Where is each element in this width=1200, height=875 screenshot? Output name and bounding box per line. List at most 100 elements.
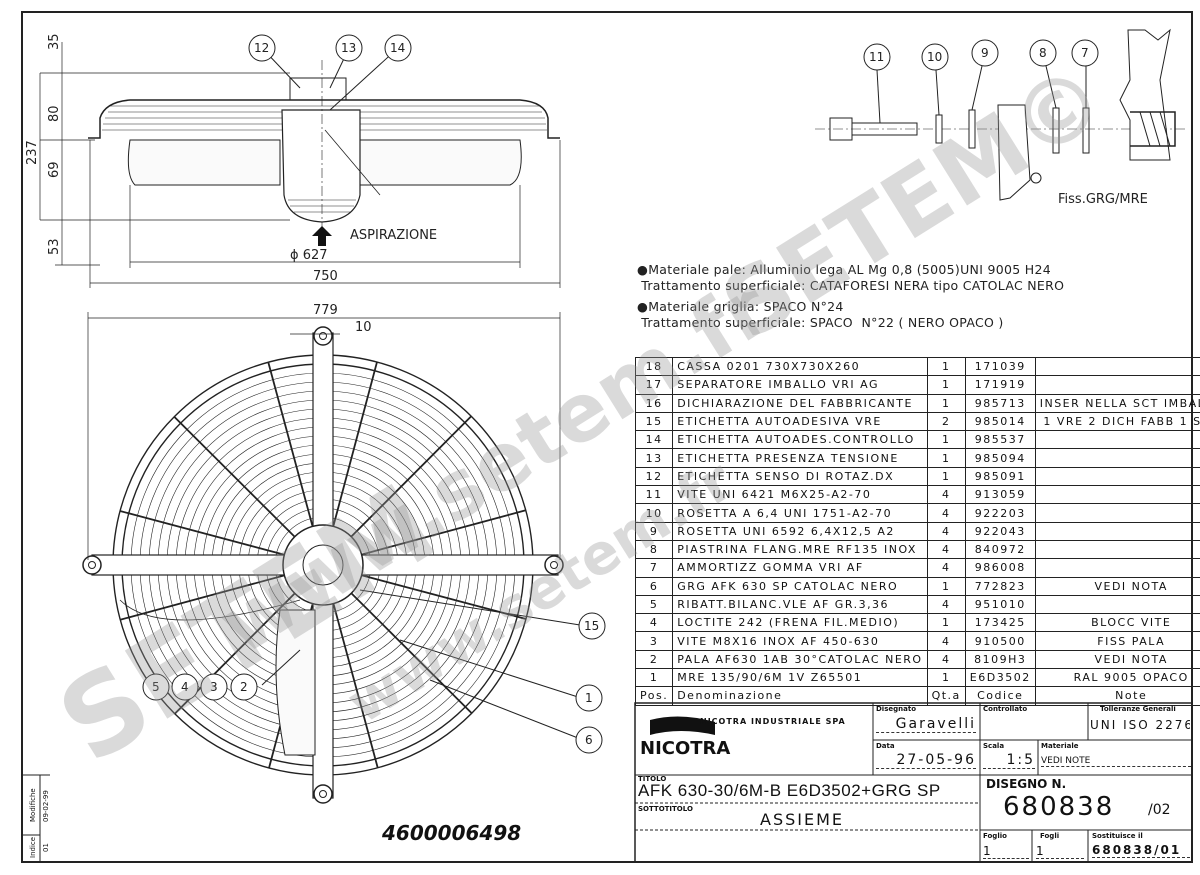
bom-cell-codice: 772823	[964, 576, 1036, 596]
bom-cell-note: VEDI NOTA	[1034, 649, 1200, 670]
bom-cell-codice: Codice	[964, 686, 1036, 706]
balloon-8: 8	[1039, 46, 1047, 60]
bom-cell-codice: 171919	[964, 375, 1036, 395]
company-name: NICOTRA INDUSTRIALE SPA	[700, 717, 846, 726]
bom-cell-pos: 10	[634, 503, 674, 523]
dim-35: 35	[47, 33, 62, 50]
grille-spoke	[332, 361, 378, 527]
bom-cell-denominazione: Denominazione	[672, 686, 928, 706]
bom-cell-denominazione: RIBATT.BILANC.VLE AF GR.3,36	[672, 594, 928, 615]
bom-cell-codice: 985537	[964, 430, 1036, 450]
motor-hub	[282, 524, 364, 606]
bom-cell-codice: 985091	[964, 466, 1036, 487]
front-view-grille	[82, 326, 564, 804]
mounting-hole-inner	[319, 332, 327, 340]
bom-cell-denominazione: PALA AF630 1AB 30°CATOLAC NERO	[672, 649, 928, 670]
sostituisce-label: Sostituisce il	[1092, 832, 1143, 840]
bom-cell-codice: 171039	[964, 356, 1036, 377]
bom-cell-note	[1034, 375, 1200, 395]
bom-cell-denominazione: ETICHETTA PRESENZA TENSIONE	[672, 448, 928, 468]
bom-cell-codice: E6D3502	[964, 668, 1036, 688]
scala-label: Scala	[983, 742, 1005, 750]
bom-cell-qty: 4	[926, 631, 966, 651]
balloon-13: 13	[341, 41, 356, 55]
foglio-label: Foglio	[983, 832, 1007, 840]
mounting-hole-icon	[313, 326, 333, 346]
part-number: 4600006498	[381, 821, 521, 845]
disegnato-label: Disegnato	[876, 705, 916, 713]
bom-cell-pos: 15	[634, 411, 674, 432]
motor-hub-inner	[302, 544, 344, 586]
mounting-hole-icon	[544, 555, 564, 575]
titolo-value: AFK 630-30/6M-B E6D3502+GRG SP	[638, 781, 941, 800]
bom-cell-denominazione: DICHIARAZIONE DEL FABBRICANTE	[672, 393, 928, 413]
balloon-7: 7	[1081, 46, 1089, 60]
bom-cell-qty: 1	[926, 375, 966, 395]
bom-cell-note: 1 VRE 2 DICH FABB 1 SCT	[1034, 411, 1200, 432]
bom-cell-qty: 1	[926, 613, 966, 633]
titolo-label: TITOLO	[638, 775, 667, 783]
data-label: Data	[876, 742, 895, 750]
balloon-5: 5	[152, 680, 160, 694]
bom-cell-note	[1034, 503, 1200, 523]
grille-spoke	[350, 592, 473, 714]
bom-cell-qty: 4	[926, 485, 966, 505]
bom-cell-denominazione: PIASTRINA FLANG.MRE RF135 INOX	[672, 539, 928, 560]
bom-cell-codice: 8109H3	[964, 649, 1036, 670]
balloon-6: 6	[585, 733, 593, 747]
scala-value: 1:5	[983, 752, 1035, 769]
bom-cell-denominazione: ETICHETTA SENSO DI ROTAZ.DX	[672, 466, 928, 487]
bom-cell-note	[1034, 448, 1200, 468]
bom-cell-denominazione: ETICHETTA AUTOADES.CONTROLLO	[672, 430, 928, 450]
data-value: 27-05-96	[876, 752, 976, 769]
balloon-12: 12	[254, 41, 269, 55]
bom-cell-note	[1034, 521, 1200, 541]
bom-cell-denominazione: LOCTITE 242 (FRENA FIL.MEDIO)	[672, 613, 928, 633]
bom-cell-qty: 1	[926, 393, 966, 413]
controllato-label: Controllato	[983, 705, 1028, 713]
bom-cell-qty: Qt.a	[926, 686, 966, 706]
sottotitolo-label: SOTTOTITOLO	[638, 805, 693, 813]
balloon-3: 3	[210, 680, 218, 694]
airflow-arrow-icon	[312, 226, 332, 246]
revision-number: /02	[1148, 802, 1171, 818]
sostituisce-value: 680838/01	[1092, 843, 1190, 858]
fixing-label: Fiss.GRG/MRE	[1058, 192, 1148, 207]
indice-value: 01	[42, 843, 50, 852]
grille-spoke	[267, 362, 314, 527]
bom-cell-note	[1034, 485, 1200, 505]
bom-cell-pos: 13	[634, 448, 674, 468]
fogli-value: 1	[1036, 844, 1084, 859]
grille-spoke	[120, 574, 285, 621]
indice-label: Indice	[29, 837, 37, 858]
foglio-value: 1	[983, 844, 1029, 859]
aspirazione-label: ASPIRAZIONE	[350, 228, 437, 243]
bom-cell-denominazione: CASSA 0201 730X730X260	[672, 356, 928, 377]
bom-cell-denominazione: MRE 135/90/6M 1V Z65501	[672, 668, 928, 688]
grille-spoke	[173, 416, 296, 538]
bom-cell-denominazione: VITE M8X16 INOX AF 450-630	[672, 631, 928, 651]
bom-cell-pos: 9	[634, 521, 674, 541]
bom-cell-pos: 14	[634, 430, 674, 450]
modifiche-label: Modifiche	[29, 788, 37, 822]
bom-cell-note: BLOCC VITE	[1034, 613, 1200, 633]
note-line-1: ●Materiale pale: Alluminio lega AL Mg 0,…	[637, 262, 1051, 277]
dim-10: 10	[355, 320, 372, 335]
dim-diameter: ϕ 627	[290, 248, 328, 263]
bom-cell-note: VEDI NOTA	[1034, 576, 1200, 596]
bom-cell-codice: 910500	[964, 631, 1036, 651]
bom-cell-qty: 1	[926, 466, 966, 487]
balloon-1: 1	[585, 691, 593, 705]
bom-cell-qty: 1	[926, 668, 966, 688]
balloon-15: 15	[584, 619, 599, 633]
